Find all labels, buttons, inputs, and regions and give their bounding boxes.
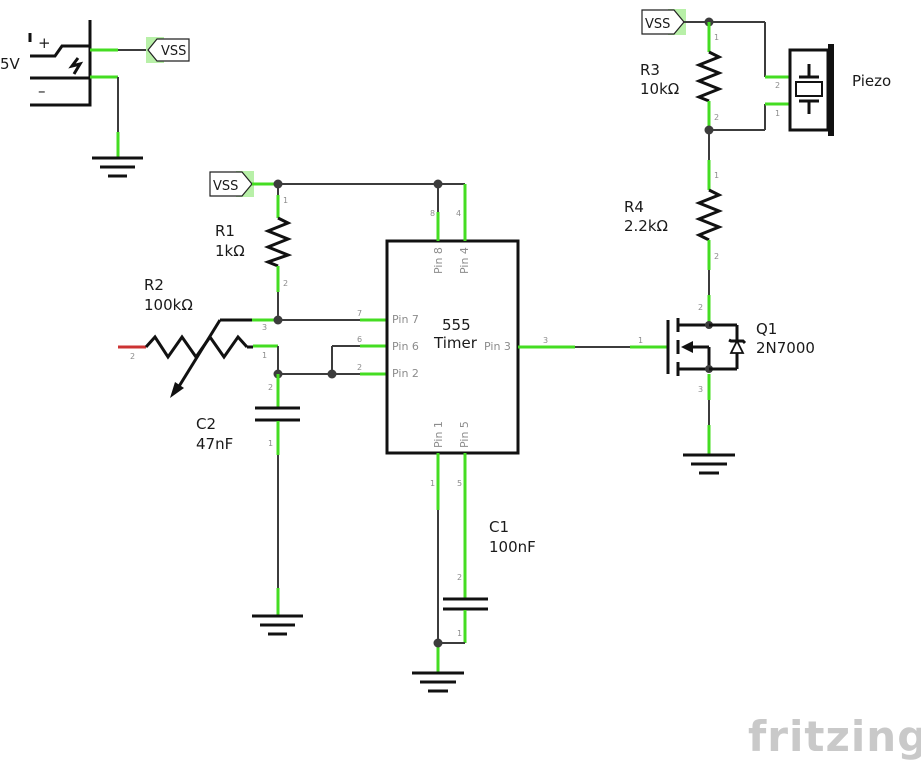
pin-number: 4	[456, 209, 461, 218]
c2-value: 47nF	[196, 435, 233, 453]
r1-name: R1	[215, 222, 235, 240]
pin-number: 5	[457, 479, 462, 488]
pin-number: 1	[714, 33, 719, 42]
pin-number: 2	[698, 303, 703, 312]
fritzing-logo: fritzing	[748, 712, 921, 761]
pin-number: 2	[457, 573, 462, 582]
pin-number: 1	[268, 439, 273, 448]
pin-number: 1	[457, 629, 462, 638]
pin-number: 2	[357, 363, 362, 372]
pin-number: 1	[775, 109, 780, 118]
vss-label-3: VSS	[641, 9, 686, 35]
r4-name: R4	[624, 198, 644, 216]
pin-number: 1	[638, 336, 643, 345]
timer-555-chip[interactable]	[385, 239, 520, 455]
ground-symbol-3	[412, 671, 464, 693]
pin-number: 2	[775, 81, 780, 90]
pin-number: 1	[262, 351, 267, 360]
pin-number: 1	[430, 479, 435, 488]
c1-value: 100nF	[489, 538, 536, 556]
ground-symbol-2	[252, 614, 303, 636]
timer-label-text: Timer	[433, 334, 478, 352]
power-minus: –	[38, 82, 46, 100]
pin-label: Pin 5	[458, 421, 471, 448]
piezo-name: Piezo	[852, 72, 891, 90]
power-supply[interactable]: 5V + –	[0, 20, 92, 107]
pin-number: 2	[130, 352, 135, 361]
pin-label: Pin 8	[432, 247, 445, 274]
q1-name: Q1	[756, 320, 777, 338]
r2-value: 100kΩ	[144, 296, 193, 314]
r2-potentiometer[interactable]	[144, 334, 249, 360]
timer-label-555: 555	[442, 316, 471, 334]
pin-label: Pin 2	[392, 367, 419, 380]
piezo-buzzer[interactable]	[788, 44, 834, 136]
pin-label: Pin 1	[432, 421, 445, 448]
pin-number: 2	[714, 252, 719, 261]
pin-number: 6	[357, 335, 362, 344]
pin-number: 3	[698, 385, 703, 394]
vss-text-1: VSS	[161, 44, 186, 59]
vss-label-1: VSS	[146, 37, 190, 63]
pin-label: Pin 7	[392, 313, 419, 326]
vss-text-2: VSS	[213, 179, 238, 194]
pin-number: 8	[430, 209, 435, 218]
vss-label-2: VSS	[209, 171, 254, 197]
r3-name: R3	[640, 61, 660, 79]
r3-resistor[interactable]	[694, 50, 724, 103]
pin-label: Pin 3	[484, 340, 511, 353]
r1-resistor[interactable]	[263, 216, 293, 268]
q1-part: 2N7000	[756, 339, 815, 357]
pin-number: 2	[714, 113, 719, 122]
pin-number: 1	[714, 171, 719, 180]
pin-number: 1	[283, 196, 288, 205]
ground-symbol-1	[92, 156, 143, 178]
pin-number: 3	[262, 323, 267, 332]
r2-wiper-arrow	[170, 382, 184, 398]
r4-resistor[interactable]	[694, 188, 724, 242]
c1-name: C1	[489, 518, 509, 536]
pin-number: 2	[283, 279, 288, 288]
r4-value: 2.2kΩ	[624, 217, 668, 235]
power-plus: +	[38, 34, 51, 52]
pin-label: Pin 6	[392, 340, 419, 353]
r1-value: 1kΩ	[215, 242, 245, 260]
ground-symbol-4	[683, 453, 735, 475]
pin-number: 2	[268, 383, 273, 392]
r3-value: 10kΩ	[640, 80, 679, 98]
r2-name: R2	[144, 276, 164, 294]
power-label: 5V	[0, 55, 21, 73]
vss-text-3: VSS	[645, 17, 670, 32]
q1-mosfet[interactable]	[666, 318, 747, 376]
c2-name: C2	[196, 415, 216, 433]
pin-number: 3	[543, 336, 548, 345]
pin-number: 7	[357, 309, 362, 318]
junction	[433, 638, 443, 648]
pin-label: Pin 4	[458, 247, 471, 274]
